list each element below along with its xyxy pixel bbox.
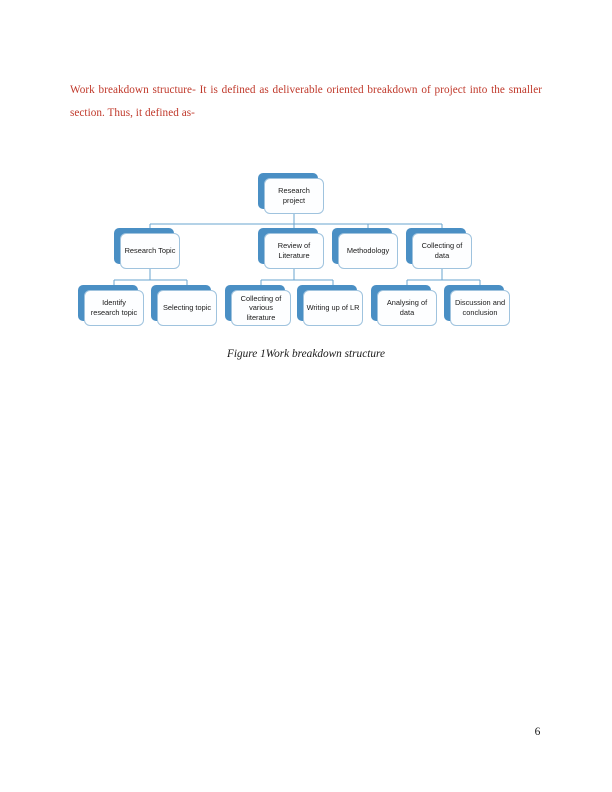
wbs-node-label: Research project [264,178,324,214]
figure-caption: Figure 1Work breakdown structure [226,348,386,360]
wbs-node-label: Review of Literature [264,233,324,269]
wbs-node-shadow [114,228,174,264]
wbs-node-identify: Identify research topic [78,285,144,326]
wbs-node-shadow [225,285,285,321]
wbs-node-shadow [78,285,138,321]
wbs-node-label: Discussion and conclusion [450,290,510,326]
wbs-node-selecting: Selecting topic [151,285,217,326]
wbs-node-label: Analysing of data [377,290,437,326]
body-paragraph: Work breakdown structure- It is defined … [70,84,542,120]
wbs-node-collect: Collecting of data [406,228,472,269]
wbs-node-shadow [297,285,357,321]
wbs-node-review: Review of Literature [258,228,324,269]
page-number: 6 [534,726,541,738]
wbs-node-label: Writing up of LR [303,290,363,326]
wbs-node-label: Research Topic [120,233,180,269]
wbs-node-discussion: Discussion and conclusion [444,285,510,326]
wbs-node-method: Methodology [332,228,398,269]
wbs-node-label: Collecting of various literature [231,290,291,326]
wbs-node-shadow [258,173,318,209]
wbs-node-analysing: Analysing of data [371,285,437,326]
wbs-node-shadow [406,228,466,264]
wbs-node-shadow [371,285,431,321]
wbs-node-writinglr: Writing up of LR [297,285,363,326]
wbs-node-label: Methodology [338,233,398,269]
wbs-node-shadow [258,228,318,264]
wbs-node-shadow [151,285,211,321]
wbs-node-label: Selecting topic [157,290,217,326]
wbs-node-shadow [444,285,504,321]
wbs-node-root: Research project [258,173,324,214]
wbs-node-topic: Research Topic [114,228,180,269]
wbs-node-label: Collecting of data [412,233,472,269]
wbs-node-shadow [332,228,392,264]
wbs-node-label: Identify research topic [84,290,144,326]
wbs-node-collectlit: Collecting of various literature [225,285,291,326]
